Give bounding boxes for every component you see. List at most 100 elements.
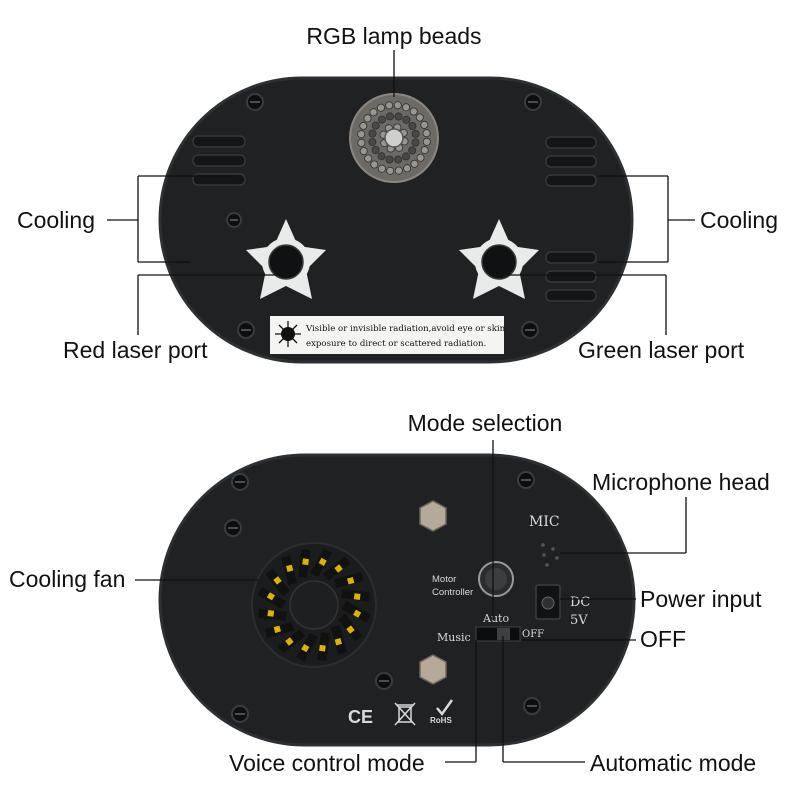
screw-icon	[521, 321, 539, 339]
fan-blade	[319, 644, 326, 652]
lamp-bead	[376, 103, 385, 112]
callout-cooling-fan: Cooling fan	[9, 566, 125, 592]
callout-automatic-mode: Automatic mode	[590, 750, 756, 776]
lamp-bead	[369, 108, 378, 117]
laser-warning-icon	[275, 321, 301, 347]
lamp-bead	[359, 121, 368, 130]
hex-bolt-upper	[419, 500, 447, 532]
lamp-bead	[371, 121, 380, 130]
fan-blade	[302, 558, 309, 566]
lamp-bead	[357, 138, 366, 147]
fan-blade	[286, 564, 294, 572]
lamp-bead	[377, 115, 386, 124]
lamp-bead	[416, 153, 425, 162]
fan-blade	[347, 577, 355, 585]
callout-red-laser-port: Red laser port	[63, 337, 208, 363]
screw-icon	[246, 93, 264, 111]
lamp-bead	[411, 138, 420, 147]
lamp-bead	[394, 112, 403, 121]
rohs-check-icon	[436, 699, 454, 717]
mic-label: MIC	[529, 514, 560, 530]
fan-blade	[334, 638, 342, 646]
lamp-bead	[363, 114, 372, 123]
power-jack	[535, 584, 561, 620]
ce-mark-icon: CE	[348, 707, 373, 727]
lamp-bead	[370, 160, 379, 169]
weee-bin-icon	[394, 702, 416, 726]
motor-label-2: Controller	[432, 587, 473, 598]
laser-warning-label: Visible or invisible radiation,avoid eye…	[270, 316, 506, 354]
callout-cooling-left: Cooling	[17, 207, 95, 233]
switch-off-label: OFF	[522, 629, 544, 640]
callout-power-input: Power input	[640, 586, 762, 612]
callout-rgb-lamp-beads: RGB lamp beads	[306, 23, 481, 49]
fan-blade	[273, 625, 281, 633]
screw-icon	[224, 519, 242, 537]
callout-off: OFF	[640, 626, 686, 652]
callout-green-laser-port: Green laser port	[578, 337, 745, 363]
fan-blade	[353, 609, 362, 618]
fan-blade	[334, 564, 343, 573]
lamp-bead	[385, 155, 394, 164]
screw-icon	[231, 705, 249, 723]
lamp-bead	[403, 164, 412, 173]
dc-label-1: DC	[570, 595, 590, 610]
fan-blade	[267, 610, 275, 617]
rgb-lamp-beads	[349, 93, 439, 183]
switch-auto-label: Auto	[482, 612, 509, 625]
fan-blade	[346, 625, 355, 634]
lamp-bead	[420, 146, 429, 155]
lamp-bead	[386, 166, 395, 175]
lamp-bead	[422, 137, 431, 146]
hex-bolt-lower	[419, 654, 447, 685]
fan-blade	[273, 576, 282, 585]
screw-icon	[231, 473, 249, 491]
lamp-bead	[410, 159, 419, 168]
fan-blade	[266, 592, 275, 601]
screw-icon	[237, 321, 255, 339]
screw-icon	[523, 697, 541, 715]
lamp-bead	[394, 155, 403, 164]
lamp-bead	[408, 146, 417, 155]
callout-microphone-head: Microphone head	[592, 469, 770, 495]
lamp-bead	[393, 101, 402, 110]
leader-lines	[107, 50, 695, 763]
lamp-bead	[377, 164, 386, 173]
lamp-bead	[394, 166, 403, 175]
cooling-fan	[251, 542, 377, 668]
lamp-bead	[385, 101, 394, 110]
fan-blade	[301, 644, 310, 653]
dc-label-2: 5V	[570, 613, 588, 628]
lamp-bead	[415, 113, 424, 122]
screw-icon	[375, 672, 393, 690]
lamp-bead	[371, 145, 380, 154]
rohs-label: RoHS	[430, 716, 452, 725]
lamp-bead	[368, 138, 377, 147]
fan-blade	[318, 557, 327, 566]
callout-cooling-right: Cooling	[700, 207, 778, 233]
green-laser-port	[459, 219, 539, 299]
mode-switch	[475, 626, 521, 642]
screw-icon	[517, 471, 535, 489]
fan-blade	[353, 593, 361, 600]
back-panel: Motor Controller MIC DC 5V Auto Music OF…	[158, 453, 636, 747]
lamp-bead	[409, 107, 418, 116]
lamp-bead	[402, 103, 411, 112]
cooling-vent-left	[192, 135, 246, 186]
callout-voice-control-mode: Voice control mode	[229, 750, 425, 776]
screw-icon	[524, 93, 542, 111]
callout-mode-selection: Mode selection	[408, 410, 563, 436]
screw-icon	[226, 212, 242, 228]
lamp-bead	[402, 115, 411, 124]
microphone-holes	[541, 543, 559, 567]
motor-controller-knob	[478, 561, 514, 597]
red-laser-port	[246, 219, 326, 299]
fan-blade	[285, 637, 294, 646]
front-panel: Visible or invisible radiation,avoid eye…	[158, 76, 634, 364]
lamp-bead	[357, 130, 366, 139]
warning-line-1: Visible or invisible radiation,avoid eye…	[305, 324, 506, 334]
lamp-bead	[408, 122, 417, 131]
lamp-bead	[385, 112, 394, 121]
cooling-vent-right	[545, 136, 597, 302]
lamp-bead	[368, 129, 377, 138]
